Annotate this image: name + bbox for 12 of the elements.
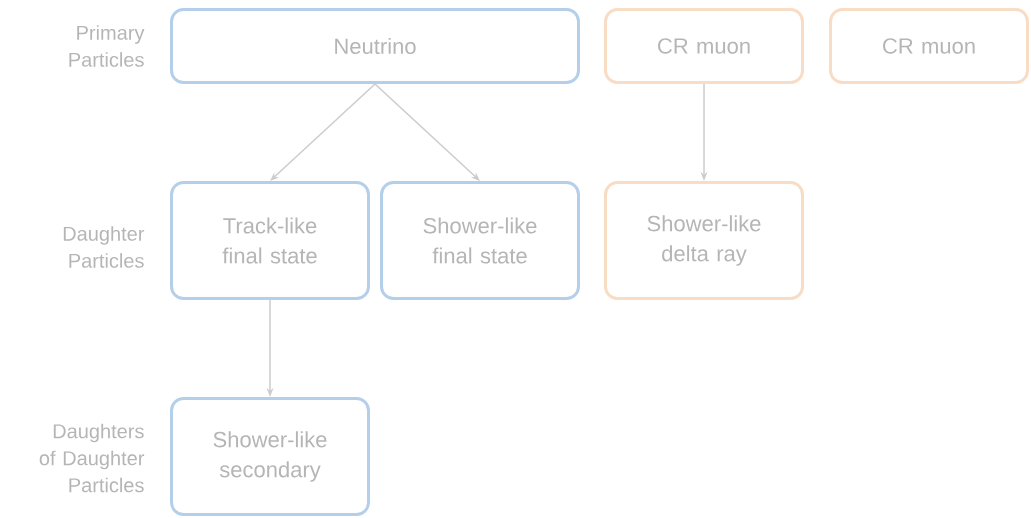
particle-box: Track-like final state bbox=[170, 181, 370, 300]
particle-box: Shower-like delta ray bbox=[604, 181, 804, 300]
row-label: Primary Particles bbox=[69, 25, 145, 67]
particle-box: Neutrino bbox=[170, 8, 580, 84]
particle-box: CR muon bbox=[604, 8, 804, 84]
row-label: Daughter Particles bbox=[63, 226, 145, 268]
row-label: Daughters of Daughter Particles bbox=[39, 423, 145, 493]
particle-box: CR muon bbox=[829, 8, 1029, 84]
arrow bbox=[374, 83, 480, 181]
arrow bbox=[270, 83, 376, 181]
particle-box: Shower-like final state bbox=[380, 181, 580, 300]
particle-box: Shower-like secondary bbox=[170, 397, 370, 516]
